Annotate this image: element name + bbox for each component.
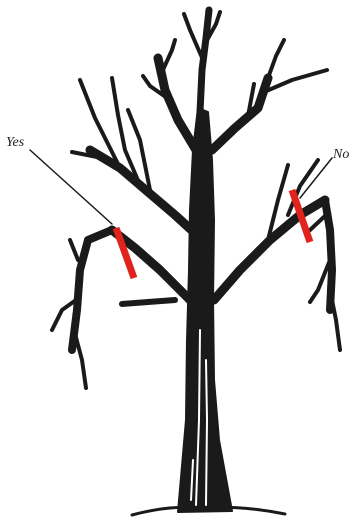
yes-leader-line (30, 150, 112, 224)
left-major-twigs (72, 78, 150, 190)
left-hanging-stub (72, 230, 112, 350)
right-hanging-twigs (310, 215, 340, 350)
right-pruned-branch (214, 200, 325, 300)
upper-right-branch (212, 78, 268, 150)
no-label: No (333, 148, 349, 162)
left-low-branch (122, 300, 175, 304)
yes-label: Yes (6, 136, 24, 150)
trunk (178, 108, 232, 512)
leader-twig-left (184, 14, 203, 60)
